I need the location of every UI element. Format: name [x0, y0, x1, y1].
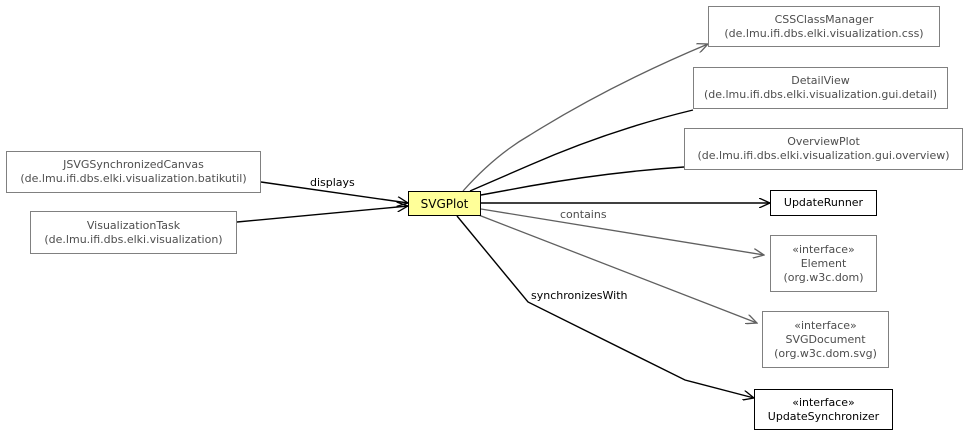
class-updaterunner[interactable]: UpdateRunner: [770, 190, 877, 216]
edge-label-displays: displays: [310, 176, 355, 189]
class-name: DetailView: [791, 74, 850, 87]
class-package: (de.lmu.ifi.dbs.elki.visualization.gui.o…: [697, 149, 950, 162]
class-visualizationtask[interactable]: VisualizationTask (de.lmu.ifi.dbs.elki.v…: [30, 211, 237, 254]
edge-svgplot-svgdocument: [475, 213, 757, 323]
edge-svgplot-cssclassmanager: [462, 44, 708, 192]
class-package: (org.w3c.dom): [783, 270, 864, 284]
edge-svgplot-element: [480, 208, 764, 255]
edge-svgplot-overviewplot: [480, 166, 685, 196]
class-name: CSSClassManager: [774, 12, 874, 26]
class-package: (de.lmu.ifi.dbs.elki.visualization.css): [724, 26, 924, 40]
class-overviewplot[interactable]: OverviewPlot (de.lmu.ifi.dbs.elki.visual…: [684, 128, 963, 170]
class-detailview[interactable]: DetailView (de.lmu.ifi.dbs.elki.visualiz…: [693, 67, 948, 109]
interface-updatesynchronizer[interactable]: «interface» UpdateSynchronizer: [754, 389, 893, 430]
edge-visualizationtask-svgplot: [236, 206, 408, 223]
class-name: JSVGSynchronizedCanvas: [63, 158, 204, 171]
class-package: (de.lmu.ifi.dbs.elki.visualization.gui.d…: [703, 88, 938, 101]
class-jsvgsynchronizedcanvas[interactable]: JSVGSynchronizedCanvas (de.lmu.ifi.dbs.e…: [6, 151, 261, 193]
class-cssclassmanager[interactable]: CSSClassManager (de.lmu.ifi.dbs.elki.vis…: [708, 6, 940, 47]
class-name: UpdateSynchronizer: [767, 409, 880, 423]
stereotype-label: «interface»: [794, 318, 857, 332]
stereotype-label: «interface»: [792, 395, 855, 409]
stereotype-label: «interface»: [792, 242, 855, 256]
class-package: (de.lmu.ifi.dbs.elki.visualization.batik…: [20, 172, 247, 185]
interface-element[interactable]: «interface» Element (org.w3c.dom): [770, 235, 877, 292]
class-name: OverviewPlot: [787, 135, 860, 148]
class-name: SVGPlot: [420, 196, 469, 211]
edge-jsvgsynchronizedcanvas-svgplot: [260, 181, 408, 203]
class-name: VisualizationTask: [86, 218, 181, 232]
edge-label-synchronizeswith: synchronizesWith: [531, 289, 628, 302]
interface-svgdocument[interactable]: «interface» SVGDocument (org.w3c.dom.svg…: [762, 311, 889, 368]
class-package: (org.w3c.dom.svg): [774, 346, 877, 360]
class-name: UpdateRunner: [783, 196, 864, 209]
edge-label-contains: contains: [560, 208, 607, 221]
class-name: SVGDocument: [785, 332, 866, 346]
edge-svgplot-detailview: [469, 109, 694, 192]
class-name: Element: [800, 256, 847, 270]
class-package: (de.lmu.ifi.dbs.elki.visualization): [44, 232, 223, 246]
class-svgplot[interactable]: SVGPlot: [408, 191, 481, 216]
edge-svgplot-updatesynchronizer: [456, 215, 754, 398]
